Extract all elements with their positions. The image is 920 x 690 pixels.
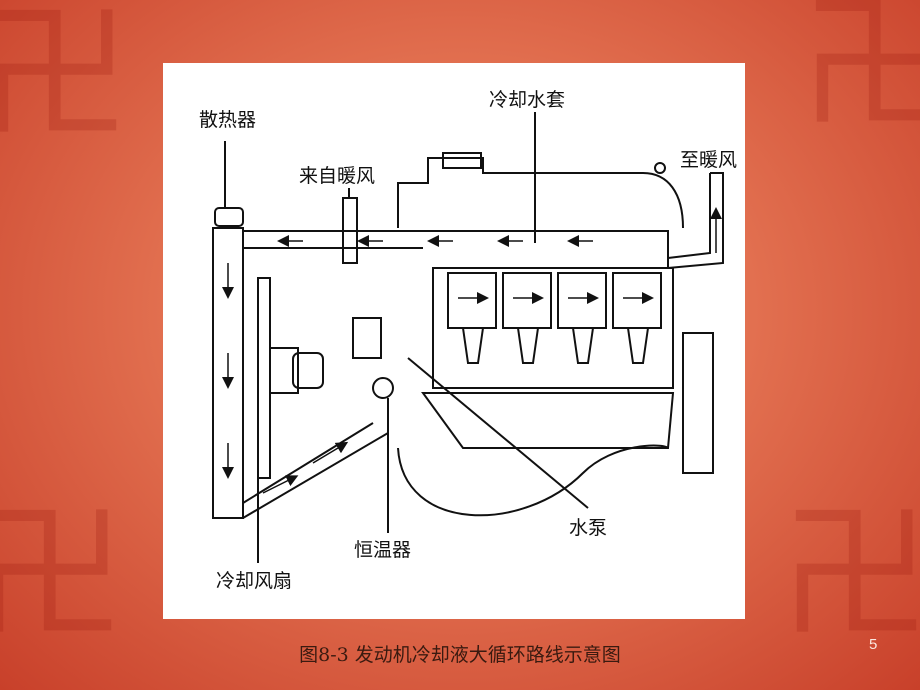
background-seal-glyph: 卍 xyxy=(780,488,920,662)
fan-blade xyxy=(257,277,271,479)
flywheel xyxy=(682,332,714,474)
oil-filler-cap xyxy=(442,152,482,169)
heater-outlet-pipe xyxy=(667,172,724,269)
label-water-pump: 水泵 xyxy=(568,513,609,540)
radiator-cap xyxy=(214,207,244,227)
cylinder-2 xyxy=(502,272,552,329)
label-radiator: 散热器 xyxy=(198,105,258,132)
thermostat-housing xyxy=(352,317,382,359)
label-thermostat: 恒温器 xyxy=(353,535,413,562)
figure-caption: 图8-3 发动机冷却液大循环路线示意图 xyxy=(299,644,621,666)
cylinder-4 xyxy=(612,272,662,329)
engine-block xyxy=(432,267,674,389)
label-water-jacket: 冷却水套 xyxy=(488,85,567,112)
radiator-body xyxy=(212,227,244,519)
sensor-plug xyxy=(654,162,666,174)
oil-pan xyxy=(397,444,669,517)
cylinder-3 xyxy=(557,272,607,329)
label-from-heater: 来自暖风 xyxy=(298,161,377,188)
page-number: 5 xyxy=(869,636,878,653)
label-cooling-fan: 冷却风扇 xyxy=(215,566,294,593)
background-seal-glyph: 卍 xyxy=(0,0,131,162)
background-seal-glyph: 卍 xyxy=(800,0,920,152)
fan-motor xyxy=(292,352,324,389)
cylinder-head xyxy=(397,157,684,229)
fan-hub xyxy=(270,347,299,394)
cylinder-1 xyxy=(447,272,497,329)
cooling-circuit-diagram: 散热器 来自暖风 冷却水套 至暖风 水泵 恒温器 冷却风扇 xyxy=(163,63,745,619)
label-to-heater: 至暖风 xyxy=(679,145,739,172)
water-pump-impeller xyxy=(372,377,394,399)
background-seal-glyph: 卍 xyxy=(0,488,126,662)
engine-cooling-drawing xyxy=(212,108,724,563)
